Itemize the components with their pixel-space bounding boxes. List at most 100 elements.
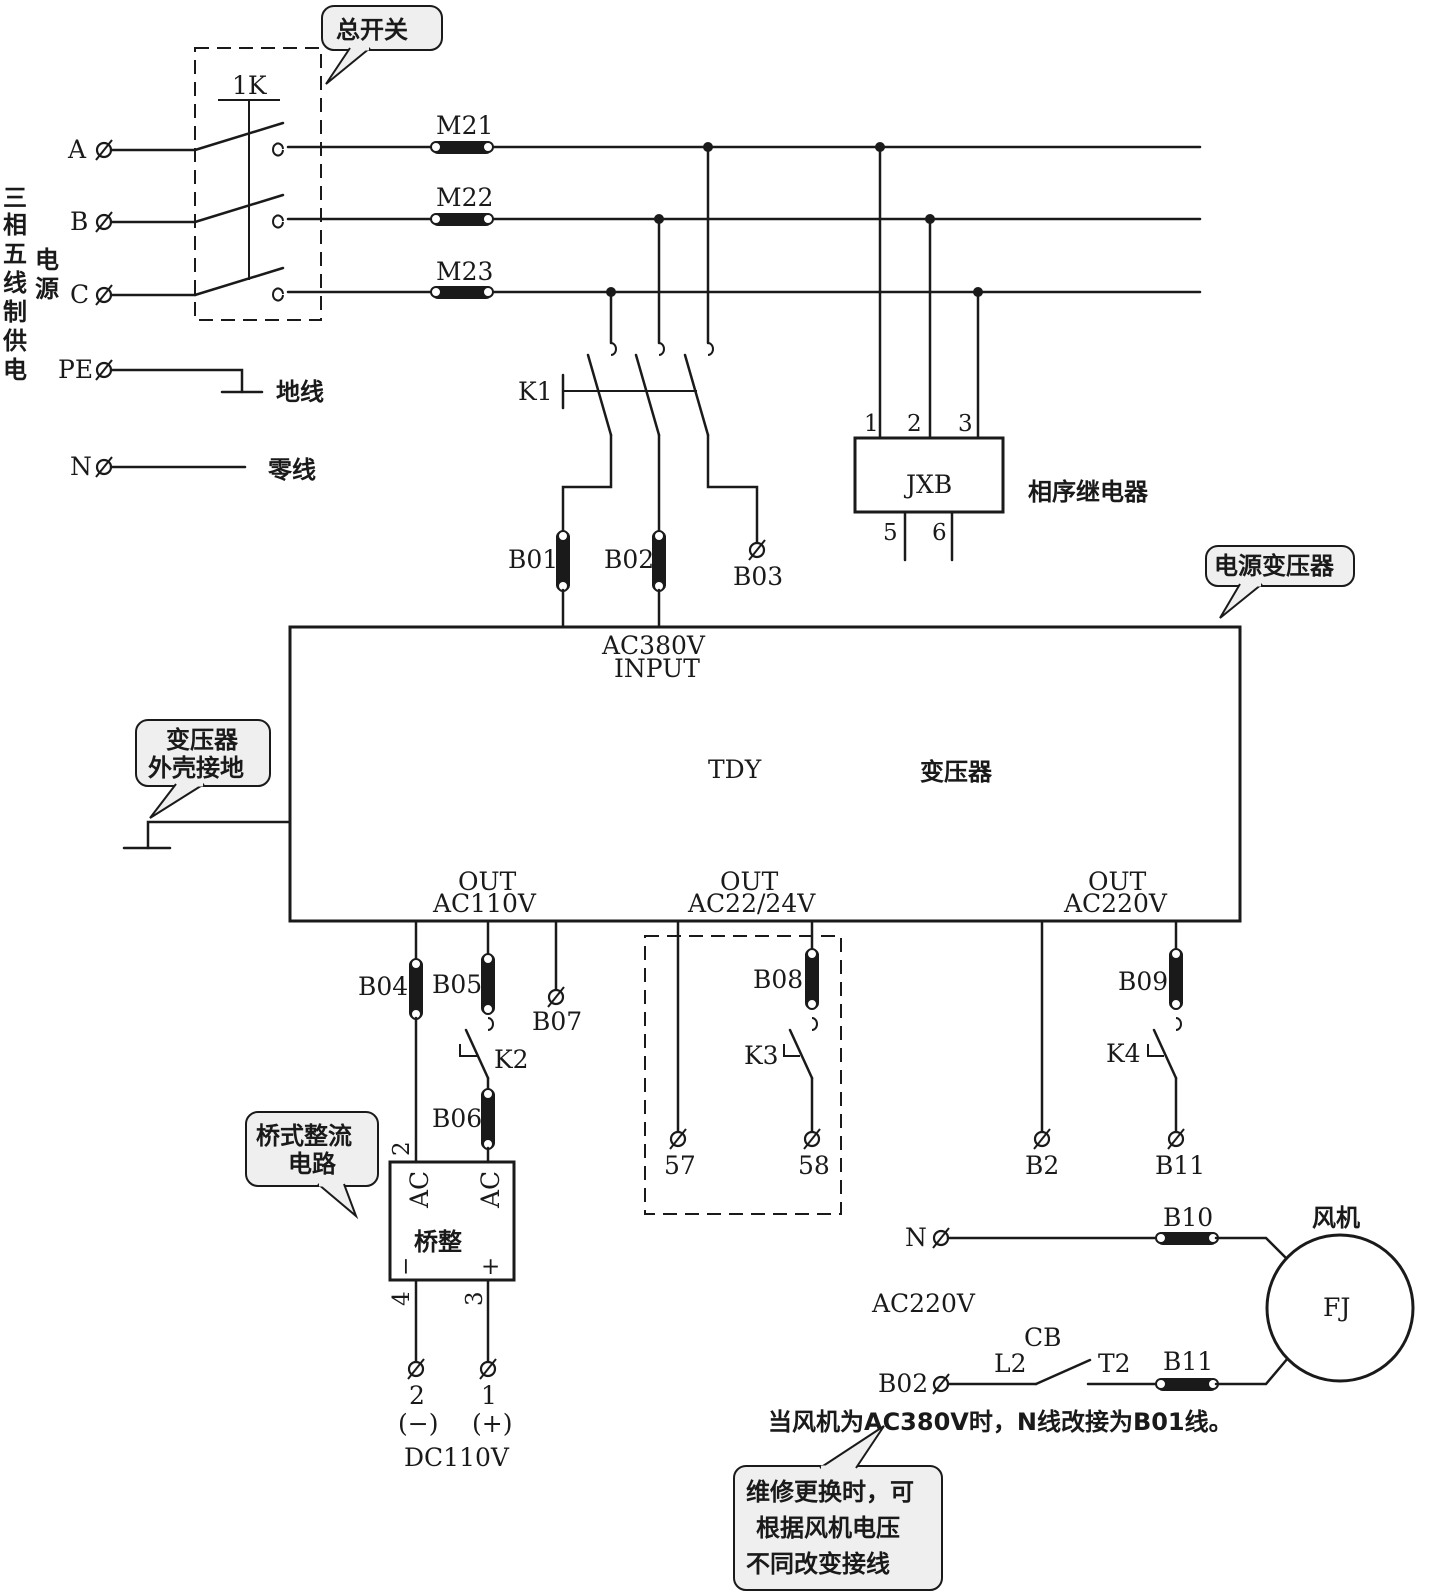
supply-title-char-3: 五 [3, 240, 27, 268]
fan-b02-label: B02 [878, 1369, 928, 1398]
out-24-voltage: AC22/24V [687, 889, 816, 918]
supply-title-char-1: 三 [3, 184, 27, 212]
supply-title2-char-2: 源 [35, 275, 59, 303]
callout-maintenance-line3: 不同改变接线 [746, 1550, 890, 1578]
callout-power-transformer-text: 电源变压器 [1214, 552, 1335, 580]
ac24-enclosure [644, 935, 842, 1215]
switch-k2-label: K2 [494, 1045, 529, 1074]
dc-pos-sign: (+) [472, 1409, 512, 1438]
dc-pos-number: 1 [481, 1381, 497, 1410]
callout-transformer-ground-line1: 变压器 [166, 726, 239, 754]
rectifier-ac-2: AC [476, 1171, 505, 1209]
out-24-label: OUT [720, 867, 779, 896]
callout-bridge-line2: 电路 [288, 1150, 337, 1178]
terminal-b11-label: B11 [1155, 1151, 1205, 1180]
phase-a-label: A [67, 135, 87, 164]
fuse-b04-label: B04 [358, 972, 408, 1001]
fan-n-label: N [905, 1223, 927, 1252]
out-110-voltage: AC110V [432, 889, 537, 918]
callout-bridge: 桥式整流 电路 [245, 1111, 379, 1220]
n-label: N [70, 452, 92, 481]
fuse-b09-label: B09 [1118, 967, 1168, 996]
supply-title2-char-1: 电 [35, 246, 59, 274]
fuse-b09 [1169, 948, 1183, 1010]
fuse-m22 [430, 213, 494, 226]
supply-title-char-5: 制 [3, 298, 27, 326]
transformer-ground-wire [146, 820, 292, 850]
fuse-m22-label: M22 [436, 183, 493, 212]
fuse-b08 [805, 948, 819, 1010]
callout-transformer-ground-line2: 外壳接地 [148, 754, 244, 782]
terminal-b2-label: B2 [1025, 1151, 1059, 1180]
switch-k4-label: K4 [1106, 1039, 1141, 1068]
callout-maintenance-line2: 根据风机电压 [756, 1514, 900, 1542]
transformer-input-voltage: AC380V [601, 631, 706, 660]
bridge-rectifier [388, 1160, 516, 1282]
callout-main-switch: 总开关 [321, 5, 443, 85]
relay-pin-3: 3 [958, 411, 973, 437]
transformer-input-label: INPUT [614, 654, 700, 683]
fuse-b01-label: B01 [508, 545, 558, 574]
fan-voltage: AC220V [871, 1289, 976, 1318]
rectifier-pos: + [481, 1254, 500, 1280]
fuse-b10-label: B10 [1163, 1203, 1213, 1232]
terminal-b07-label: B07 [532, 1007, 582, 1036]
callout-maintenance-line1: 维修更换时，可 [746, 1478, 914, 1506]
supply-title-char-2: 相 [3, 211, 27, 239]
fan-note: 当风机为AC380V时，N线改接为B01线。 [768, 1408, 1233, 1436]
fuse-m23-label: M23 [436, 257, 493, 286]
fuse-b02 [652, 530, 666, 592]
callout-transformer-ground: 变压器 外壳接地 [135, 719, 271, 819]
breaker-cb-label: CB [1024, 1323, 1062, 1352]
fuse-b08-label: B08 [753, 965, 803, 994]
fuse-b11-label: B11 [1163, 1347, 1213, 1376]
fan-motor-fj [1265, 1233, 1415, 1383]
rectifier-ac-1: AC [405, 1171, 434, 1209]
terminal-b03-label: B03 [733, 562, 783, 591]
fuse-b02-label: B02 [604, 545, 654, 574]
rectifier-pin-pos: 3 [462, 1291, 488, 1306]
main-switch-enclosure [194, 47, 322, 321]
breaker-t2-label: T2 [1098, 1349, 1131, 1378]
rectifier-neg: − [393, 1257, 419, 1276]
contactor-k1 [561, 145, 759, 545]
main-switch-label: 1K [232, 71, 268, 100]
breaker-cb [946, 1358, 1160, 1386]
phase-relay-jxb [853, 145, 1005, 562]
fuse-b04 [409, 958, 423, 1020]
dc-neg-number: 2 [409, 1381, 425, 1410]
relay-pin-6: 6 [932, 520, 947, 546]
pe-wire [109, 368, 244, 394]
supply-title: 三 相 五 线 制 供 电 电 源 [2, 184, 59, 384]
rectifier-name: 桥整 [414, 1228, 462, 1256]
relay-label: 相序继电器 [1028, 478, 1149, 506]
callout-bridge-line1: 桥式整流 [256, 1122, 352, 1150]
phase-c-label: C [70, 280, 89, 309]
callout-main-switch-text: 总开关 [336, 16, 408, 44]
switch-k3-label: K3 [744, 1041, 779, 1070]
rectifier-pin-ac1: 2 [389, 1141, 415, 1156]
pe-label: PE [58, 355, 93, 384]
ground-label: 地线 [276, 378, 324, 406]
fuse-b06 [481, 1088, 495, 1150]
switch-k4 [1147, 1017, 1182, 1134]
relay-name: JXB [903, 470, 952, 499]
relay-pin-2: 2 [907, 411, 922, 437]
main-switch-poles [109, 121, 285, 302]
fuse-m21 [430, 141, 494, 154]
fuse-b05-label: B05 [432, 970, 482, 999]
terminal-57-label: 57 [664, 1151, 696, 1180]
dc-neg-sign: (−) [398, 1409, 438, 1438]
supply-title-char-6: 供 [2, 327, 27, 355]
fuse-b10 [1155, 1232, 1219, 1245]
fuse-m23 [430, 286, 494, 299]
fuse-b05 [481, 953, 495, 1015]
fan-title: 风机 [1312, 1204, 1360, 1232]
fan-name: FJ [1323, 1293, 1350, 1322]
breaker-l2-label: L2 [994, 1349, 1027, 1378]
out-220-voltage: AC220V [1063, 889, 1168, 918]
switch-k2 [459, 1017, 494, 1092]
out-110-label: OUT [458, 867, 517, 896]
rectifier-pin-neg: 4 [389, 1291, 415, 1306]
